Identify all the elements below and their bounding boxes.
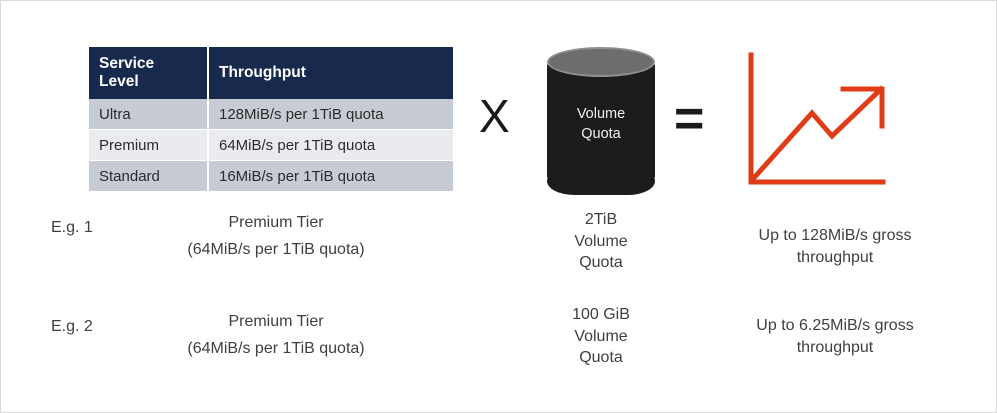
cell-throughput: 64MiB/s per 1TiB quota bbox=[208, 129, 453, 161]
example-1-label: E.g. 1 bbox=[51, 219, 93, 236]
example-2-quota-line3: Quota bbox=[579, 349, 623, 367]
table-header-service-level: Service Level bbox=[89, 47, 209, 99]
header-service-line1: Service bbox=[99, 55, 155, 73]
example-1-result-line2: throughput bbox=[796, 249, 874, 267]
database-cylinder-icon: Volume Quota bbox=[547, 47, 655, 195]
growth-line-chart-icon bbox=[743, 51, 899, 196]
example-2-label: E.g. 2 bbox=[51, 318, 93, 335]
cylinder-label: Volume Quota bbox=[547, 105, 655, 144]
multiply-operator-icon: X bbox=[479, 90, 510, 142]
example-2-tier: Premium Tier (64MiB/s per 1TiB quota) bbox=[116, 308, 436, 362]
example-1-result: Up to 128MiB/s gross throughput bbox=[724, 225, 946, 270]
cylinder-bottom-ellipse bbox=[547, 167, 655, 195]
cylinder-body bbox=[547, 61, 655, 181]
chart-arrow-head bbox=[840, 86, 885, 129]
example-1-quota-line1: 2TiB bbox=[584, 211, 618, 228]
example-1-quota-line3: Quota bbox=[579, 254, 623, 272]
example-2-result-line2: throughput bbox=[796, 339, 874, 357]
table-row: Ultra 128MiB/s per 1TiB quota bbox=[89, 99, 453, 130]
example-2-result-line1: Up to 6.25MiB/s gross bbox=[756, 317, 914, 334]
example-1-result-line1: Up to 128MiB/s gross bbox=[758, 227, 912, 244]
cylinder-label-line1: Volume bbox=[576, 106, 626, 122]
example-1-quota-line2: Volume bbox=[574, 232, 628, 250]
cell-throughput: 16MiB/s per 1TiB quota bbox=[208, 160, 453, 192]
example-1-tier: Premium Tier (64MiB/s per 1TiB quota) bbox=[116, 209, 436, 263]
service-level-table: Service Level Throughput Ultra 128MiB/s … bbox=[89, 47, 453, 192]
cell-service-level: Ultra bbox=[89, 99, 209, 130]
cylinder-label-line2: Quota bbox=[581, 125, 621, 142]
example-2-tier-line2: (64MiB/s per 1TiB quota) bbox=[187, 340, 365, 358]
example-2-tier-line1: Premium Tier bbox=[228, 313, 324, 330]
cell-throughput: 128MiB/s per 1TiB quota bbox=[208, 99, 453, 130]
table-row: Standard 16MiB/s per 1TiB quota bbox=[89, 160, 453, 192]
table-row: Premium 64MiB/s per 1TiB quota bbox=[89, 129, 453, 161]
example-2-quota: 100 GiB Volume Quota bbox=[546, 304, 656, 369]
example-1-quota: 2TiB Volume Quota bbox=[546, 209, 656, 274]
table-header-throughput: Throughput bbox=[208, 47, 453, 99]
example-2-result: Up to 6.25MiB/s gross throughput bbox=[724, 315, 946, 360]
header-service-line2: Level bbox=[99, 73, 139, 90]
example-2-quota-line2: Volume bbox=[574, 327, 628, 345]
example-1-tier-line1: Premium Tier bbox=[228, 214, 324, 231]
cell-service-level: Standard bbox=[89, 160, 209, 192]
chart-svg bbox=[748, 52, 886, 185]
chart-trend-line bbox=[748, 85, 885, 184]
example-1-tier-line2: (64MiB/s per 1TiB quota) bbox=[187, 241, 365, 259]
example-2-quota-line1: 100 GiB bbox=[572, 306, 630, 323]
cylinder-top-ellipse bbox=[547, 47, 655, 77]
table-header-row: Service Level Throughput bbox=[89, 47, 453, 99]
equals-operator-icon: = bbox=[674, 90, 705, 148]
cell-service-level: Premium bbox=[89, 129, 209, 161]
